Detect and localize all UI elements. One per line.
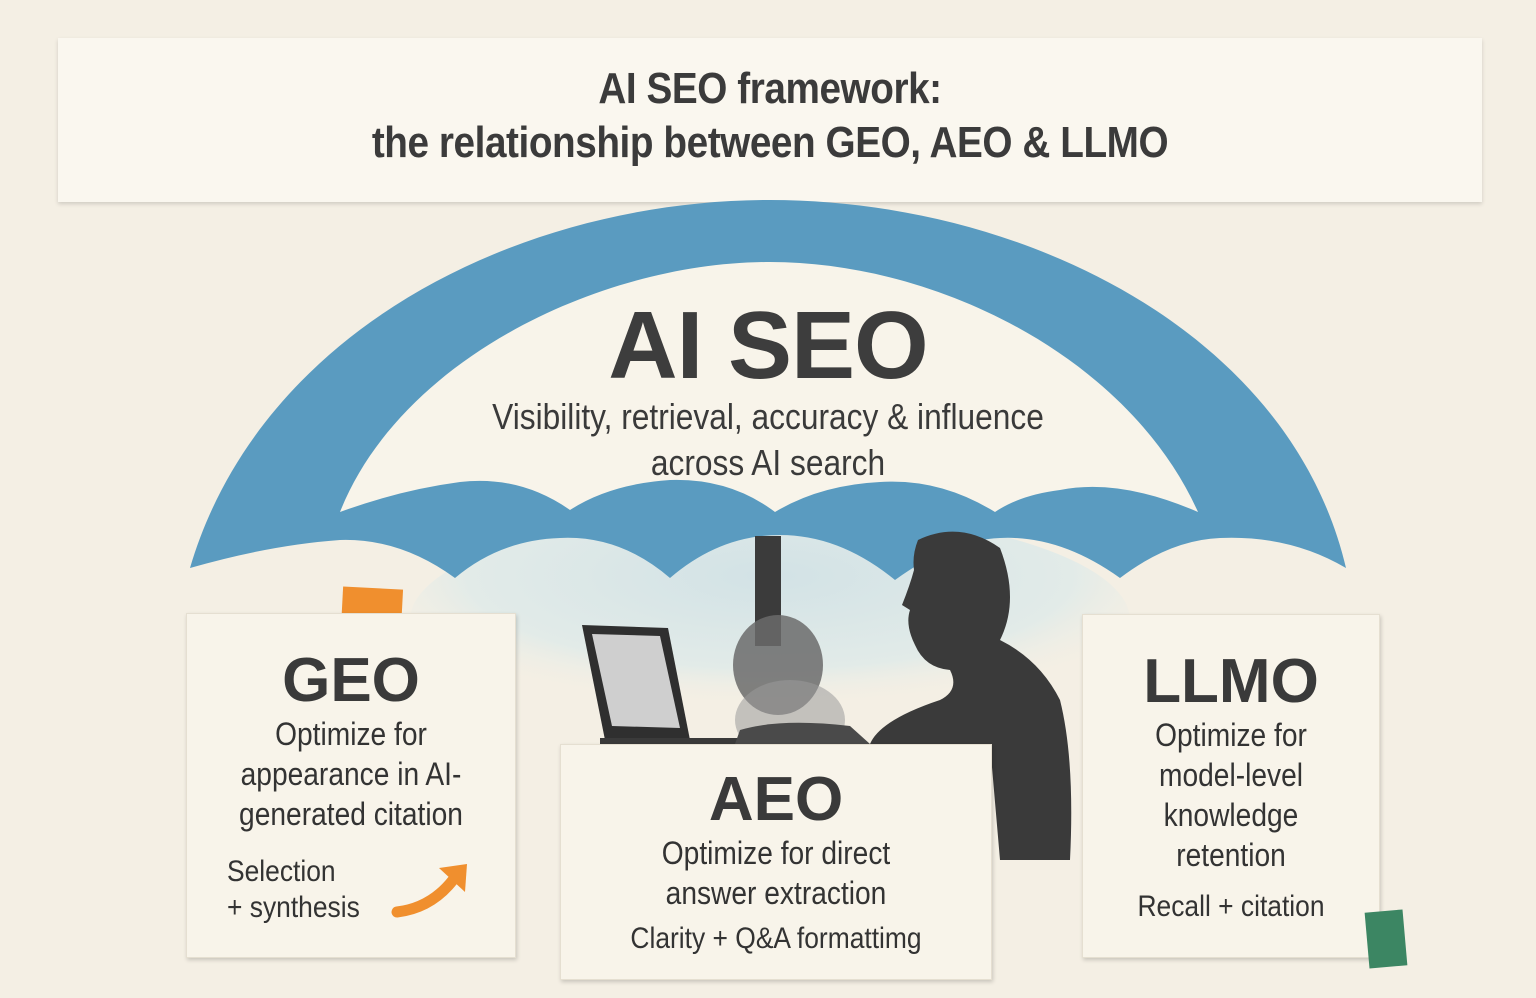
geo-desc-line-1: Optimize for bbox=[275, 716, 427, 752]
geo-title: GEO bbox=[282, 646, 420, 715]
aeo-tag: Clarity + Q&A formattimg bbox=[630, 922, 922, 955]
llmo-desc-line-2: model-level bbox=[1159, 757, 1303, 793]
aeo-desc-line-1: Optimize for direct bbox=[661, 835, 891, 871]
geo-card: GEO Optimize for appearance in AI- gener… bbox=[186, 613, 516, 958]
geo-tag-line-1: Selection bbox=[227, 855, 336, 888]
llmo-desc-line-4: retention bbox=[1176, 837, 1286, 873]
title-line-2: the relationship between GEO, AEO & LLMO bbox=[371, 118, 1169, 167]
llmo-desc-line-1: Optimize for bbox=[1155, 717, 1307, 753]
llmo-tag: Recall + citation bbox=[1137, 890, 1325, 923]
umbrella-subtitle-line-2: across AI search bbox=[650, 442, 886, 483]
geo-desc-line-3: generated citation bbox=[239, 796, 463, 832]
arrow-up-right-icon bbox=[391, 864, 467, 918]
geo-tag-line-2: + synthesis bbox=[227, 891, 360, 924]
aeo-desc-line-2: answer extraction bbox=[665, 875, 887, 911]
title-card: AI SEO framework: the relationship betwe… bbox=[58, 38, 1482, 202]
geo-desc-line-2: appearance in AI- bbox=[240, 756, 462, 792]
umbrella-title: AI SEO bbox=[608, 292, 928, 399]
title-line-1: AI SEO framework: bbox=[598, 64, 942, 113]
llmo-card: LLMO Optimize for model-level knowledge … bbox=[1082, 614, 1380, 958]
aeo-title: AEO bbox=[708, 765, 844, 834]
umbrella-subtitle-line-1: Visibility, retrieval, accuracy & influe… bbox=[492, 396, 1044, 437]
green-sticky-note bbox=[1364, 909, 1408, 969]
aeo-card: AEO Optimize for direct answer extractio… bbox=[560, 744, 992, 980]
llmo-title: LLMO bbox=[1143, 647, 1319, 716]
llmo-desc-line-3: knowledge bbox=[1163, 797, 1299, 833]
